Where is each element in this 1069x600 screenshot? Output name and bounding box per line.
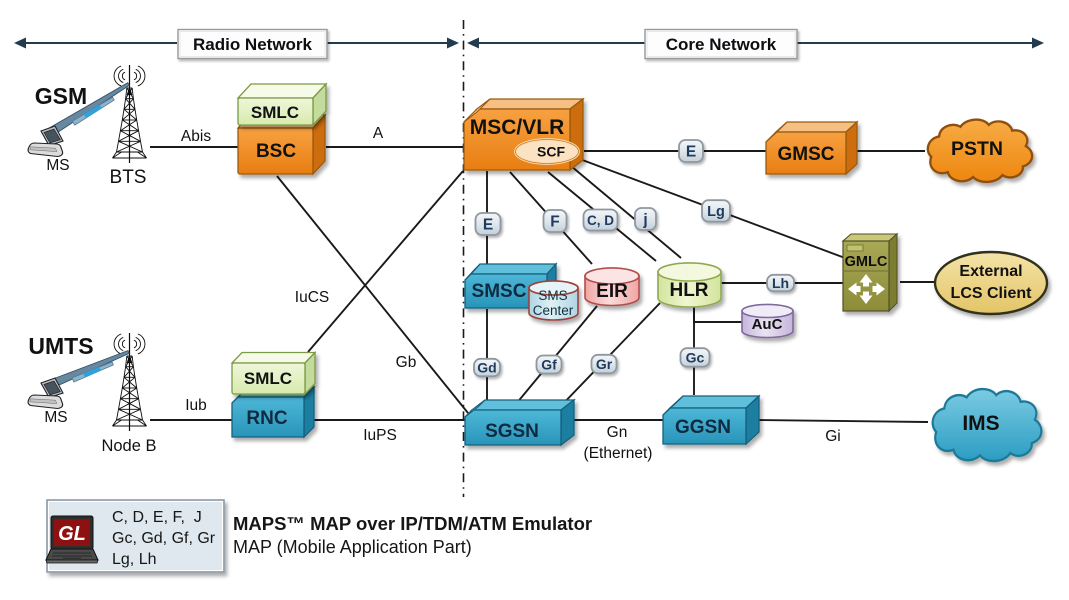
svg-text:BTS: BTS (110, 167, 147, 188)
svg-text:Lg, Lh: Lg, Lh (112, 551, 156, 568)
svg-text:MSC/VLR: MSC/VLR (470, 116, 565, 139)
svg-text:Center: Center (533, 303, 574, 318)
svg-text:External: External (959, 263, 1022, 280)
svg-text:BSC: BSC (256, 141, 296, 162)
svg-text:Gd: Gd (477, 360, 496, 376)
svg-text:GMSC: GMSC (778, 144, 835, 165)
svg-text:C, D, E, F, J: C, D, E, F, J (112, 509, 202, 526)
svg-text:Gn: Gn (607, 424, 628, 441)
svg-text:Lg: Lg (707, 204, 725, 220)
svg-text:E: E (686, 144, 696, 161)
svg-text:C, D: C, D (587, 213, 614, 228)
svg-text:Iub: Iub (185, 397, 207, 414)
svg-text:Gc, Gd, Gf, Gr: Gc, Gd, Gf, Gr (112, 530, 216, 547)
svg-text:PSTN: PSTN (951, 138, 1003, 160)
svg-text:HLR: HLR (669, 280, 708, 301)
svg-text:Gf: Gf (541, 357, 557, 373)
svg-text:IuPS: IuPS (363, 427, 397, 444)
svg-text:SMS: SMS (538, 288, 567, 303)
svg-text:Gc: Gc (686, 350, 705, 366)
svg-text:SGSN: SGSN (485, 421, 539, 442)
svg-text:IuCS: IuCS (295, 289, 329, 306)
svg-text:AuC: AuC (752, 316, 783, 333)
svg-text:(Ethernet): (Ethernet) (584, 445, 653, 462)
svg-text:Gb: Gb (396, 354, 417, 371)
svg-text:Node B: Node B (101, 437, 156, 455)
svg-text:GSM: GSM (35, 83, 87, 109)
svg-text:F: F (550, 214, 559, 231)
svg-text:Lh: Lh (772, 275, 789, 291)
svg-text:Abis: Abis (181, 128, 211, 145)
svg-text:MS: MS (46, 157, 69, 174)
svg-text:Gi: Gi (825, 428, 841, 445)
svg-text:IMS: IMS (962, 412, 999, 435)
svg-text:j: j (642, 212, 647, 229)
svg-text:GMLC: GMLC (845, 254, 888, 270)
svg-text:MAP (Mobile Application Part): MAP (Mobile Application Part) (233, 537, 472, 557)
svg-text:Core Network: Core Network (666, 35, 777, 54)
svg-text:UMTS: UMTS (28, 333, 93, 359)
svg-text:SMLC: SMLC (251, 103, 299, 122)
svg-text:A: A (373, 125, 384, 142)
svg-text:RNC: RNC (246, 408, 287, 429)
svg-text:GGSN: GGSN (675, 417, 731, 438)
svg-text:E: E (483, 217, 493, 234)
svg-text:MAPS™ MAP over IP/TDM/ATM Emul: MAPS™ MAP over IP/TDM/ATM Emulator (233, 513, 592, 534)
svg-text:SCF: SCF (537, 144, 565, 160)
svg-text:Gr: Gr (596, 356, 613, 372)
svg-text:Radio Network: Radio Network (193, 35, 313, 54)
svg-text:MS: MS (44, 409, 67, 426)
svg-text:SMSC: SMSC (472, 281, 527, 302)
svg-text:EIR: EIR (596, 281, 628, 302)
svg-text:SMLC: SMLC (244, 369, 292, 388)
svg-text:LCS Client: LCS Client (951, 285, 1033, 302)
svg-text:GL: GL (58, 523, 86, 545)
